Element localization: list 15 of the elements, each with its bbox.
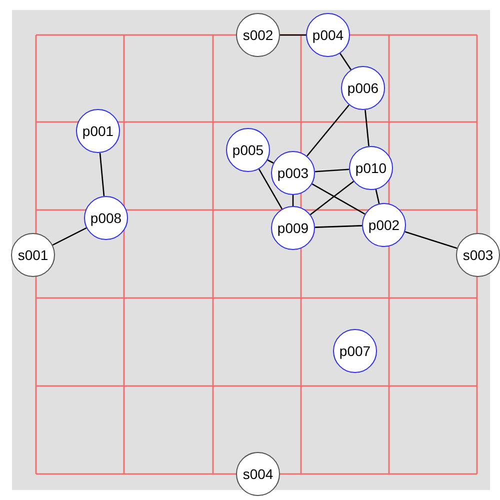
connector-line bbox=[267, 159, 274, 164]
connector-line bbox=[375, 189, 380, 204]
connector-line bbox=[364, 110, 370, 146]
connector-line bbox=[306, 104, 350, 156]
connector-line bbox=[52, 227, 87, 246]
connector-line bbox=[258, 168, 283, 210]
connector-line bbox=[340, 53, 352, 70]
connector-line bbox=[280, 34, 306, 36]
connector-line bbox=[314, 225, 362, 228]
connector-line bbox=[292, 195, 294, 206]
connector-line bbox=[314, 168, 350, 172]
connector-line bbox=[312, 183, 366, 215]
connector-line bbox=[310, 180, 354, 216]
connector-line bbox=[404, 231, 458, 249]
connector-line bbox=[99, 152, 105, 196]
